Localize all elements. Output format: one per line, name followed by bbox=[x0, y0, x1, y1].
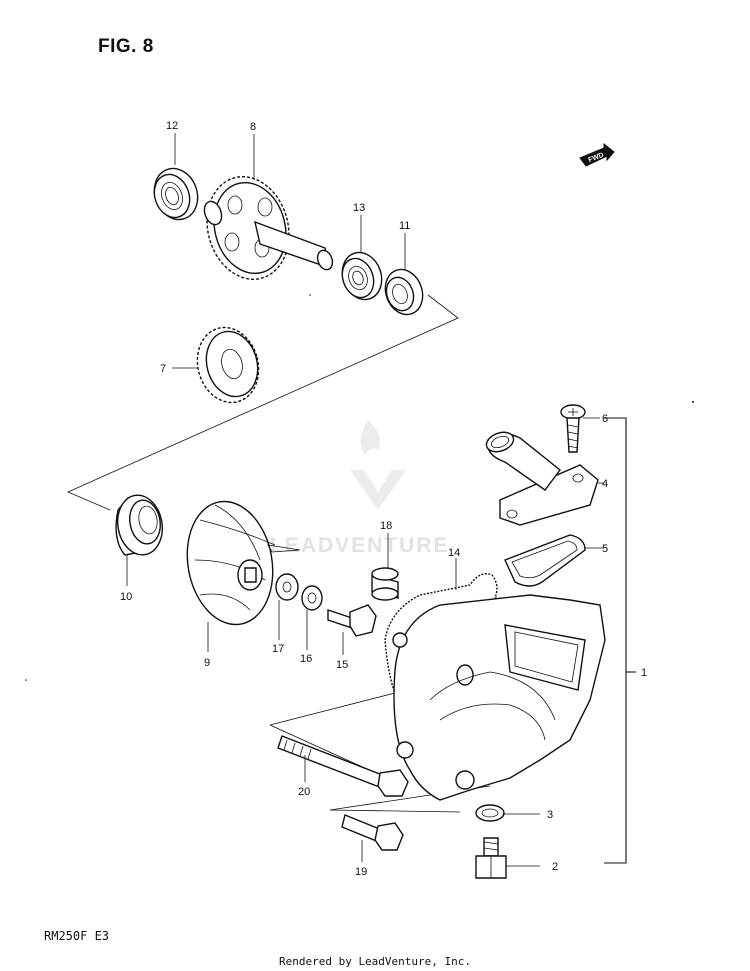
callout-9: 9 bbox=[204, 657, 210, 669]
part-9-impeller bbox=[186, 500, 301, 626]
part-17-washer bbox=[275, 573, 299, 601]
part-16-washer bbox=[301, 585, 323, 611]
part-18-collar bbox=[371, 567, 399, 601]
part-20-long-bolt bbox=[277, 735, 409, 797]
footer-credit: Rendered by LeadVenture, Inc. bbox=[278, 955, 472, 968]
callout-20: 20 bbox=[298, 786, 310, 798]
callout-4: 4 bbox=[602, 478, 608, 490]
assembly-bracket bbox=[604, 417, 627, 864]
part-3-washer bbox=[475, 804, 505, 822]
speck bbox=[692, 401, 694, 403]
callout-3: 3 bbox=[547, 809, 553, 821]
part-7-drive-gear bbox=[196, 326, 260, 404]
callout-12: 12 bbox=[166, 120, 178, 132]
part-1-pump-cover bbox=[392, 594, 606, 801]
part-11-oil-seal bbox=[384, 268, 424, 316]
fwd-arrow-badge: FWD bbox=[579, 142, 615, 167]
part-12-bearing bbox=[153, 167, 199, 221]
callout-11: 11 bbox=[399, 220, 410, 232]
part-4-outlet-fitting bbox=[485, 431, 599, 526]
callout-18: 18 bbox=[380, 520, 392, 532]
leader-lines bbox=[126, 133, 604, 867]
callout-labels: 12 8 13 11 7 6 4 5 18 14 10 9 17 16 15 1… bbox=[120, 120, 647, 878]
part-8-gear-shaft bbox=[203, 176, 334, 280]
callout-5: 5 bbox=[602, 543, 608, 555]
callout-13: 13 bbox=[353, 202, 365, 214]
speck bbox=[309, 294, 311, 296]
part-15-bolt bbox=[327, 604, 377, 637]
callout-17: 17 bbox=[272, 643, 284, 655]
watermark-text: LEADVENTURE bbox=[270, 534, 450, 557]
callout-15: 15 bbox=[336, 659, 348, 671]
part-2-drain-bolt bbox=[475, 837, 507, 879]
callout-19: 19 bbox=[355, 866, 367, 878]
watermark-logo: LEADVENTURE bbox=[270, 420, 450, 557]
callout-16: 16 bbox=[300, 653, 312, 665]
callout-14: 14 bbox=[448, 547, 460, 559]
callout-2: 2 bbox=[552, 861, 558, 873]
figure-title: FIG. 8 bbox=[98, 36, 154, 57]
part-19-bolt bbox=[341, 814, 404, 851]
part-5-gasket bbox=[504, 534, 586, 587]
callout-8: 8 bbox=[250, 121, 256, 133]
part-10-mechanical-seal bbox=[115, 494, 163, 556]
callout-6: 6 bbox=[602, 413, 608, 425]
model-code: RM250F E3 bbox=[44, 929, 110, 943]
part-13-bearing bbox=[341, 251, 383, 301]
callout-7: 7 bbox=[160, 363, 166, 375]
part-6-screw bbox=[560, 404, 586, 453]
callout-1: 1 bbox=[641, 667, 647, 679]
callout-10: 10 bbox=[120, 591, 132, 603]
speck bbox=[25, 679, 27, 681]
